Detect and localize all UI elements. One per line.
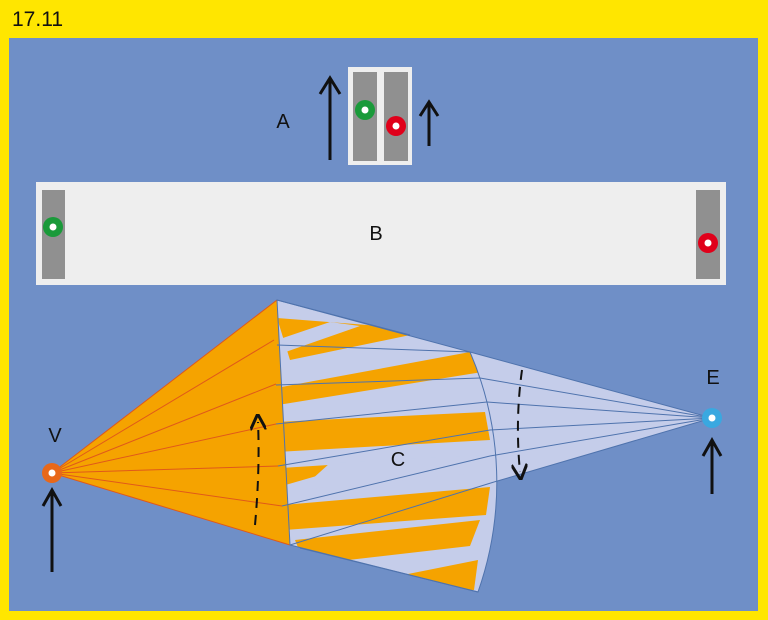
- red-marker-a: [386, 116, 406, 136]
- label-c: C: [391, 449, 405, 471]
- wedge-grid: [275, 299, 498, 593]
- red-marker-b: [698, 233, 718, 253]
- checker-stripes: [277, 318, 490, 590]
- v-rays: [51, 299, 291, 546]
- region-b: B: [36, 182, 726, 285]
- green-marker-b: [43, 217, 63, 237]
- green-marker-a: [355, 100, 375, 120]
- point-v: V: [41, 425, 62, 572]
- point-e: E: [701, 367, 723, 494]
- region-c: C: [51, 299, 713, 593]
- e-fan: [470, 352, 712, 482]
- label-a: A: [276, 111, 290, 133]
- label-e: E: [706, 367, 719, 389]
- figure-number: 17.11: [12, 8, 63, 31]
- region-b-panel: [36, 182, 726, 285]
- label-b: B: [369, 223, 382, 245]
- label-v: V: [48, 425, 62, 447]
- region-a: A: [276, 67, 440, 165]
- up-arrow-small-head: [418, 99, 440, 117]
- dashed-arc-arrow-down: [518, 369, 522, 472]
- dashed-arc-arrow-up: [255, 422, 259, 526]
- up-arrow-large-head: [318, 75, 342, 95]
- e-rays: [469, 351, 713, 483]
- v-fan: [52, 300, 290, 545]
